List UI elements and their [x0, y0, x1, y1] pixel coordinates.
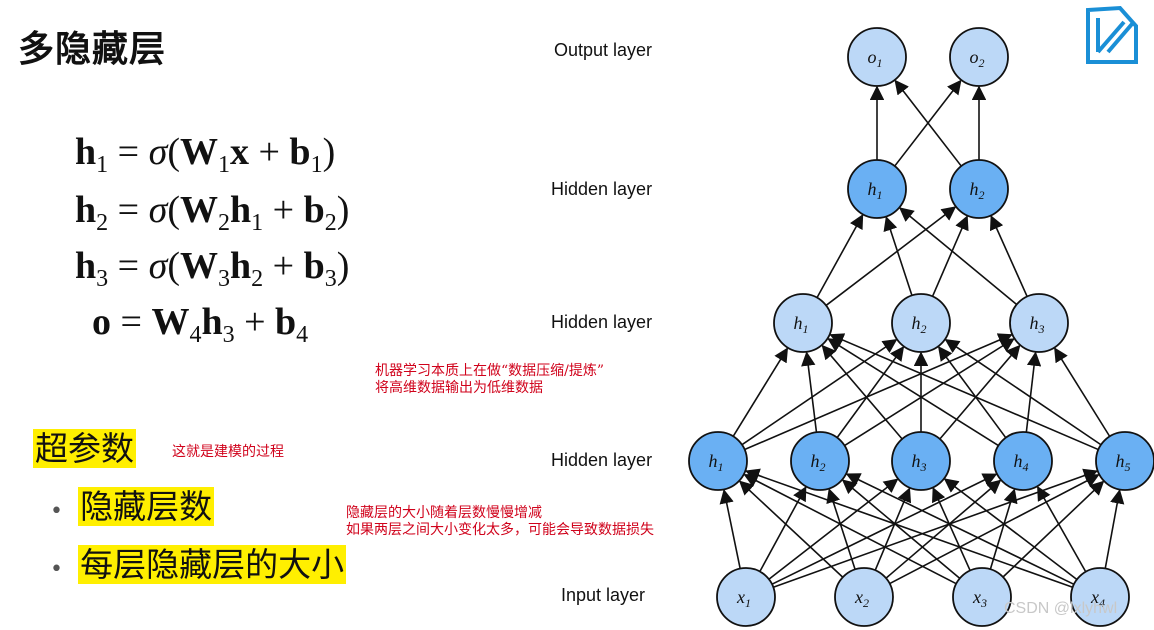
input-node-2: x2 [834, 567, 894, 627]
connection-arrow [768, 478, 899, 580]
input-node-4: x4 [1070, 567, 1130, 627]
connection-arrow [1104, 489, 1125, 569]
connection-arrow [943, 478, 1078, 581]
output-node-1: o1 [847, 27, 907, 87]
input-node-1: x1 [716, 567, 776, 627]
connection-arrow [821, 344, 903, 440]
connection-arrow [825, 206, 957, 307]
hidden2-node-3: h3 [1009, 293, 1069, 353]
equation-h3: h3 = σ(W3h2 + b3) [75, 245, 350, 292]
hidden3-node-2: h2 [949, 159, 1009, 219]
connection-arrow [874, 487, 912, 571]
connection-arrow [931, 215, 969, 297]
label-hidden-layer-3: Hidden layer [551, 179, 653, 199]
hyperparams-heading: 超参数 [33, 429, 136, 468]
hidden3-node-1: h1 [847, 159, 907, 219]
hidden1-node-4: h4 [993, 431, 1053, 491]
connection-arrow [845, 473, 1075, 586]
connection-arrow [744, 468, 1073, 589]
connection-arrow [1037, 485, 1087, 573]
label-input-layer: Input layer [561, 585, 646, 605]
connection-arrow [743, 474, 957, 585]
connection-arrow [899, 207, 1018, 306]
connection-arrow [889, 474, 1100, 585]
compression-note: 机器学习本质上在做“数据压缩/提炼” 将高维数据输出为低维数据 [375, 363, 605, 396]
connection-arrow [885, 479, 1002, 579]
label-hidden-layer-1: Hidden layer [551, 450, 653, 470]
page-title: 多隐藏层 [18, 29, 167, 70]
connection-arrow [939, 344, 1021, 440]
connection-arrow [827, 338, 999, 447]
hidden2-node-2: h2 [891, 293, 951, 353]
connection-arrow [989, 215, 1028, 297]
connection-arrow [801, 351, 818, 433]
output-node-2: o2 [949, 27, 1009, 87]
hidden1-node-2: h2 [790, 431, 850, 491]
equation-o: o = W4h3 + b4 [92, 301, 309, 348]
hidden1-node-3: h3 [891, 431, 951, 491]
connection-arrow [829, 333, 1099, 451]
label-output-layer: Output layer [554, 40, 653, 60]
connection-arrow [894, 79, 962, 167]
connection-arrow [741, 339, 898, 446]
connection-arrow [719, 488, 741, 569]
watermark: CSDN @lxlyhwl [1004, 600, 1118, 617]
connection-arrow [738, 480, 844, 578]
connection-arrow [944, 339, 1102, 446]
size-note: 隐藏层的大小随着层数慢慢增减 如果两层之间大小变化太多，可能会导致数据损失 [346, 505, 654, 538]
hidden2-node-1: h1 [773, 293, 833, 353]
connection-arrow [844, 338, 1015, 447]
bullet-hidden-layer-size: • 每层隐藏层的大小 [50, 545, 347, 584]
connection-arrow [816, 214, 864, 299]
connection-arrow [1002, 480, 1105, 578]
hyperparams-note: 这就是建模的过程 [172, 444, 284, 460]
connection-arrow [759, 486, 807, 572]
connection-arrow [932, 487, 971, 571]
book-logo-icon [1086, 5, 1138, 64]
label-hidden-layer-2: Hidden layer [551, 312, 653, 332]
hidden1-node-1: h1 [688, 431, 748, 491]
connection-arrow [1054, 347, 1111, 437]
connection-arrow [883, 216, 913, 296]
input-node-3: x3 [952, 567, 1012, 627]
hidden1-node-5: h5 [1095, 431, 1154, 491]
connection-arrow [732, 347, 789, 437]
connection-arrow [937, 345, 1007, 439]
bullet-hidden-layer-count: • 隐藏层数 [50, 487, 215, 526]
equation-h1: h1 = σ(W1x + b1) [75, 131, 336, 178]
connection-arrow [841, 479, 961, 579]
connection-arrow [836, 346, 905, 439]
equation-h2: h2 = σ(W2h1 + b2) [75, 189, 350, 236]
connection-arrow [989, 488, 1018, 570]
